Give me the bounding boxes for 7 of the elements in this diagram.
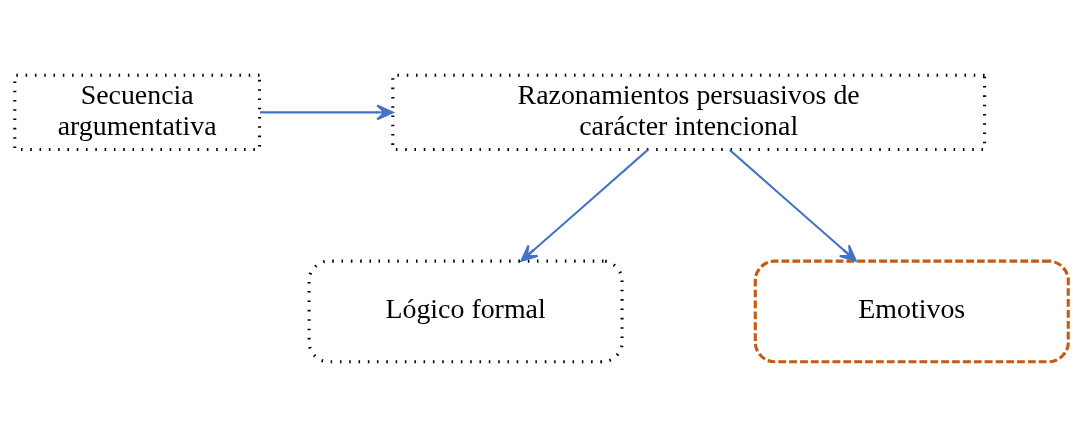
node-box: Emotivos bbox=[753, 259, 1070, 363]
node-box: Lógico formal bbox=[307, 259, 624, 363]
arrow bbox=[520, 148, 649, 262]
arrow bbox=[259, 103, 394, 120]
node-box: Razonamientos persuasivos de carácter intencional bbox=[391, 73, 987, 151]
node-box: Secuencia argumentativa bbox=[13, 73, 262, 151]
arrow bbox=[728, 148, 857, 262]
